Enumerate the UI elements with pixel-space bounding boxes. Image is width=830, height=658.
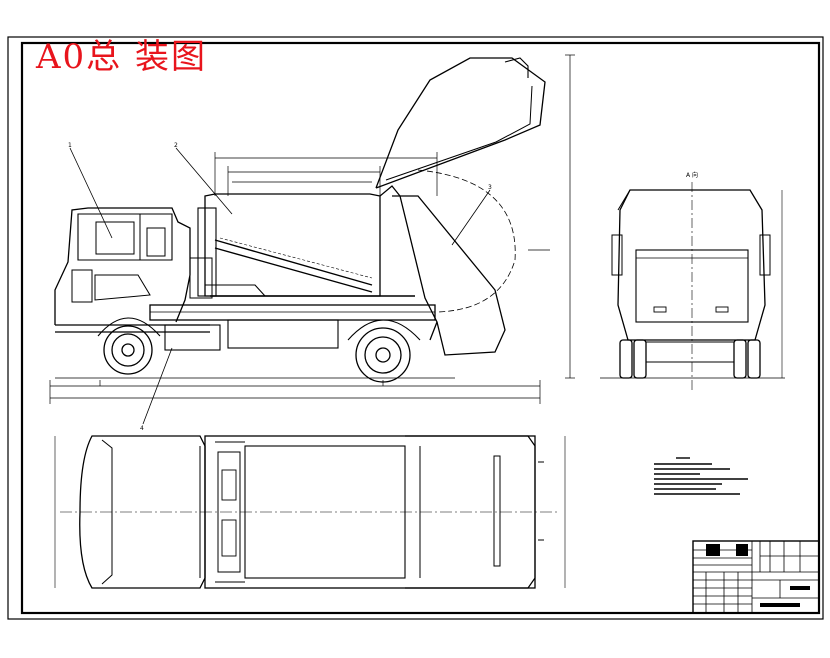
callout-2: 2 bbox=[174, 142, 178, 149]
tailgate-frame bbox=[379, 185, 438, 341]
rear-body-outline bbox=[617, 189, 766, 341]
tailgate-raised-outline bbox=[375, 57, 546, 189]
front-wheel bbox=[103, 325, 153, 375]
title-block bbox=[692, 540, 820, 614]
tailgate-swing-arc bbox=[417, 169, 516, 313]
callout-1: 1 bbox=[68, 142, 72, 149]
sheet-frame bbox=[20, 41, 821, 615]
cab-windows bbox=[77, 213, 173, 261]
callout-labels: 1 2 3 4 bbox=[68, 142, 492, 432]
technical-notes bbox=[654, 457, 748, 495]
callout-3: 3 bbox=[488, 184, 492, 191]
plan-cab bbox=[79, 435, 206, 589]
drawing-title-stamp: A0总 装图 bbox=[36, 37, 207, 77]
callout-4: 4 bbox=[140, 425, 144, 432]
side-elevation-view bbox=[49, 54, 575, 425]
rear-elevation-view bbox=[600, 182, 785, 390]
sheet-outer-border bbox=[7, 36, 824, 620]
cab-outline bbox=[54, 207, 191, 325]
rear-view-label: A 向 bbox=[686, 171, 698, 179]
chassis-frame bbox=[149, 304, 436, 321]
tailgate-hopper bbox=[392, 195, 506, 356]
plan-view bbox=[54, 435, 566, 589]
rear-wheel bbox=[355, 327, 411, 383]
